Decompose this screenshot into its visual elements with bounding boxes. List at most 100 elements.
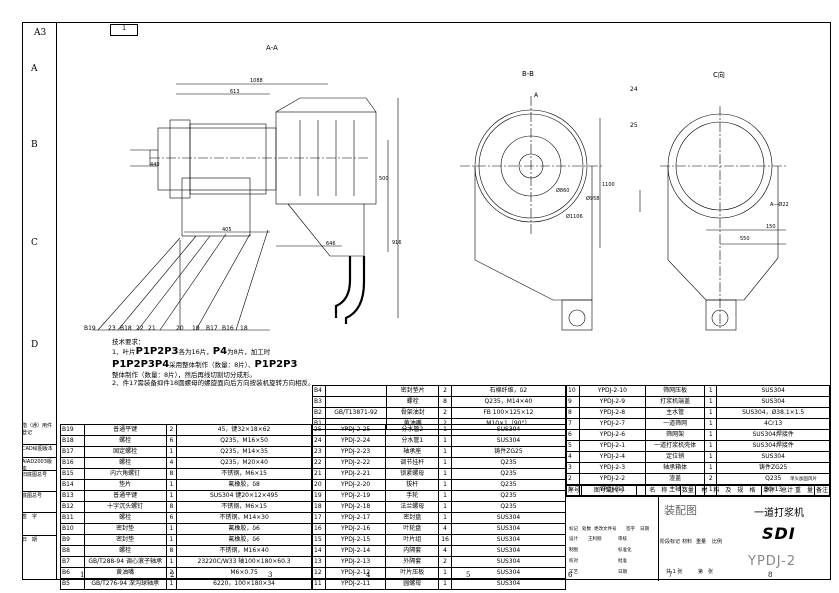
table-cell: 不锈钢，M6×15 — [176, 501, 312, 513]
table-cell: 螺栓 — [83, 457, 167, 469]
table-cell: 1 — [438, 479, 452, 491]
table-cell: B4 — [312, 385, 326, 397]
rev-label-review: 审核 — [618, 537, 627, 542]
table-cell: 6 — [566, 429, 580, 441]
table-cell: 螺栓 — [83, 435, 167, 447]
rev-label-design: 设计 — [569, 537, 578, 542]
table-cell: B3 — [312, 396, 326, 408]
table-cell: SUS304 — [451, 534, 566, 546]
dim-550: 550 — [740, 236, 750, 242]
table-cell: SUS304 — [451, 556, 566, 568]
table-cell: 2 — [704, 473, 718, 485]
row-zone-c: C — [31, 238, 38, 248]
callout-25: 25 — [630, 122, 638, 129]
table-cell: 25 — [312, 424, 326, 436]
table-cell: GB/T288-94 调心滚子轴承 — [83, 556, 167, 568]
section-mark-a: A — [534, 92, 539, 99]
col-zone-8: 8 — [768, 571, 773, 579]
table-cell: 1 — [438, 457, 452, 469]
part-label-b19: B19 — [84, 325, 96, 332]
strip-item: 签 字 — [22, 513, 56, 536]
dim-500: 500 — [379, 176, 389, 182]
table-cell: 8 — [438, 396, 452, 408]
table-cell: 21 — [312, 468, 326, 480]
rev-label-process: 工艺 — [569, 570, 578, 575]
table-cell: 5 — [566, 440, 580, 452]
table-cell: 1 — [165, 556, 178, 568]
table-cell: YPDJ-2-1 — [578, 440, 647, 452]
table-cell: 1 — [704, 462, 718, 474]
table-cell: 15 — [312, 534, 326, 546]
table-cell: 1 — [704, 451, 718, 463]
table-cell: 氟橡胶，δ6 — [176, 523, 312, 535]
table-cell: 1 — [438, 468, 452, 480]
table-cell: Q235 — [451, 457, 566, 469]
table-cell: B13 — [60, 490, 85, 502]
table-cell: 1 — [438, 490, 452, 502]
table-cell: 1 — [438, 446, 452, 458]
view-label-aa: A-A — [266, 44, 278, 52]
table-cell: 1 — [438, 578, 452, 590]
table-cell: B5 — [60, 578, 85, 590]
left-strip: 借（通）用件登记 CAD绘图版本 AIAD2003版本 旧底图总号 底图总号 签… — [22, 422, 56, 558]
table-cell: 圆螺母 — [385, 578, 440, 590]
rev-label-count: 处数 — [582, 527, 591, 532]
dim-646: 646 — [326, 241, 336, 247]
rev-label-standard: 标准化 — [618, 548, 632, 553]
table-cell: 叶片压板 — [385, 567, 440, 579]
table-cell: SUS304 — [451, 435, 566, 447]
dim-dia-1106: Ø1106 — [566, 214, 583, 220]
dim-150: 150 — [766, 224, 776, 230]
table-cell: 一道打浆机壳体 — [645, 440, 706, 452]
table-cell: SUS304 — [716, 396, 830, 408]
table-cell: 手轮 — [385, 490, 440, 502]
table-cell: 1 — [438, 567, 452, 579]
part-label-b18: B18 — [120, 325, 132, 332]
table-cell: 1 — [704, 418, 718, 430]
col-zone-7: 7 — [668, 571, 673, 579]
strip-item: 底图总号 — [22, 492, 56, 513]
table-cell: YPDJ-2-15 — [324, 534, 387, 546]
table-cell: SUS304，Ø38.1×1.5 — [716, 407, 830, 419]
table-cell: 4 — [165, 457, 178, 469]
table-cell: 筛网架 — [645, 429, 706, 441]
table-cell: 8 — [566, 407, 580, 419]
table-cell: 1 — [165, 534, 178, 546]
strip-item: CAD绘图版本 — [22, 445, 56, 458]
header-material: 材 料 及 规 格 — [694, 485, 763, 497]
table-cell: 1 — [438, 435, 452, 447]
table-cell: YPDJ-2-23 — [324, 446, 387, 458]
table-cell: SUS304 — [451, 523, 566, 535]
table-cell: 8 — [165, 468, 178, 480]
rev-label-sign: 签字 — [626, 527, 635, 532]
table-cell: YPDJ-2-20 — [324, 479, 387, 491]
table-cell: YPDJ-2-7 — [578, 418, 647, 430]
part-label-18: 18 — [240, 325, 248, 332]
table-cell: B2 — [312, 407, 326, 419]
scale-label: 比例 — [712, 539, 723, 545]
table-cell: 轴承座 — [385, 446, 440, 458]
table-cell: 打浆机端盖 — [645, 396, 706, 408]
table-cell: YPDJ-2-25 — [324, 424, 387, 436]
dim-dia-958: Ø958 — [586, 196, 600, 202]
table-cell: YPDJ-2-24 — [324, 435, 387, 447]
table-cell: 24 — [312, 435, 326, 447]
table-cell: 外隔套 — [385, 556, 440, 568]
